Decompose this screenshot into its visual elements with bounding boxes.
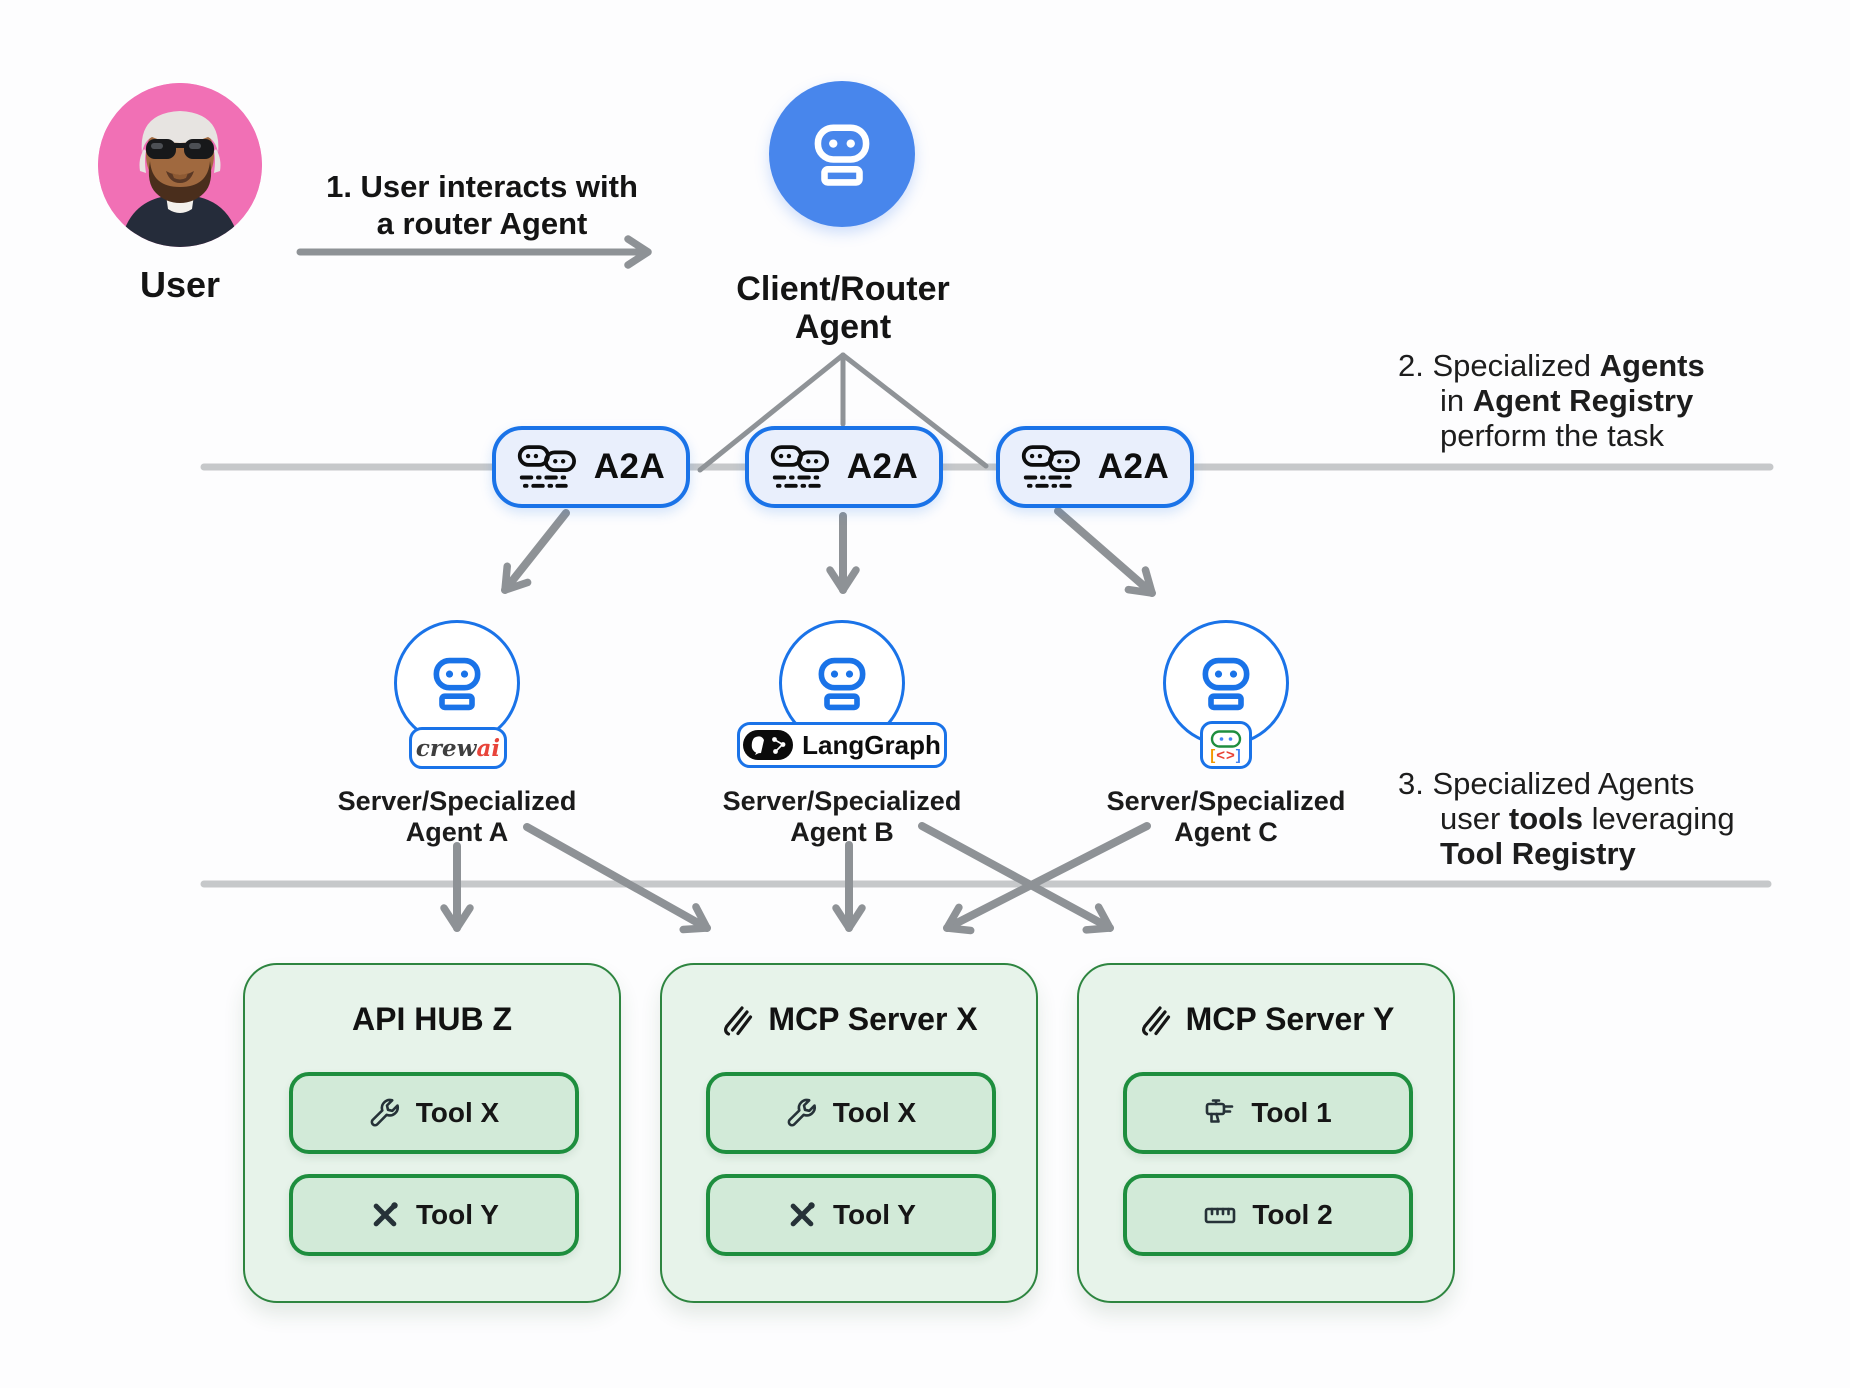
user-label: User — [139, 264, 221, 305]
user-avatar-icon — [98, 83, 262, 247]
adk-robot-icon — [1210, 730, 1242, 748]
mcp-icon — [1141, 1005, 1170, 1036]
a2a-protocol-icon — [517, 445, 576, 488]
a2a-protocol-icon — [770, 445, 829, 488]
robot-icon — [1202, 657, 1250, 711]
agent-a-label: Server/Specialized Agent A — [337, 786, 577, 847]
agent-b-label: Server/Specialized Agent B — [722, 786, 962, 847]
crossed-tools-icon — [790, 1202, 815, 1227]
mcp-server-x-title: MCP Server X — [662, 1001, 1036, 1038]
mcp-icon — [724, 1005, 753, 1036]
tool-row: Tool X — [289, 1072, 579, 1154]
adk-brackets: [<>] — [1210, 747, 1242, 764]
a2a-badge-label: A2A — [846, 447, 919, 486]
client-router-agent-label: Client/Router Agent — [703, 270, 983, 346]
langgraph-logo-icon — [743, 730, 794, 760]
router-fan-lines — [697, 352, 989, 473]
router-label-line1: Client/Router — [736, 270, 950, 308]
api-hub-z-title: API HUB Z — [352, 1001, 512, 1037]
wrench-icon — [370, 1098, 399, 1127]
step1-line2: a router Agent — [376, 206, 588, 241]
a2a-badge-label: A2A — [593, 447, 666, 486]
agent-a-node — [394, 620, 520, 746]
a2a-protocol-icon — [1021, 445, 1080, 488]
crewai-logo: crew — [415, 734, 477, 762]
robot-icon — [818, 657, 866, 711]
drill-icon — [1206, 1099, 1234, 1123]
a2a-badge-2: A2A — [745, 426, 943, 508]
user-avatar — [98, 83, 262, 247]
wrench-icon — [787, 1098, 816, 1127]
annotation-step3: 3. Specialized Agents user tools leverag… — [1398, 766, 1735, 871]
tool-row: Tool 1 — [1123, 1072, 1413, 1154]
tool-row: Tool X — [706, 1072, 996, 1154]
adk-framework-badge: [<>] — [1200, 721, 1252, 769]
mcp-server-x-box: MCP Server X Tool X Tool Y — [660, 963, 1038, 1303]
a2a-to-agent-arrows — [501, 507, 1156, 597]
tool-row: Tool Y — [289, 1174, 579, 1256]
agent-c-label: Server/Specialized Agent C — [1106, 786, 1346, 847]
tool-row: Tool 2 — [1123, 1174, 1413, 1256]
langgraph-framework-badge: LangGraph — [737, 722, 947, 768]
tool-row: Tool Y — [706, 1174, 996, 1256]
annotation-step2: 2. Specialized Agents in Agent Registry … — [1398, 348, 1705, 453]
a2a-badge-label: A2A — [1097, 447, 1170, 486]
router-label-line2: Agent — [794, 308, 892, 346]
robot-icon — [814, 124, 870, 186]
robot-icon — [433, 657, 481, 711]
step1-caption: 1. User interacts with a router Agent — [272, 168, 692, 242]
agent-to-tool-arrows — [440, 822, 1151, 935]
crossed-tools-icon — [373, 1202, 398, 1227]
api-hub-z-box: API HUB Z Tool X Tool Y — [243, 963, 621, 1303]
a2a-badge-1: A2A — [492, 426, 690, 508]
mcp-server-y-title: MCP Server Y — [1079, 1001, 1453, 1038]
client-router-agent-node — [769, 81, 915, 227]
ruler-icon — [1205, 1207, 1236, 1224]
step1-line1: 1. User interacts with — [326, 169, 638, 204]
mcp-server-y-box: MCP Server Y Tool 1 Tool 2 — [1077, 963, 1455, 1303]
a2a-badge-3: A2A — [996, 426, 1194, 508]
